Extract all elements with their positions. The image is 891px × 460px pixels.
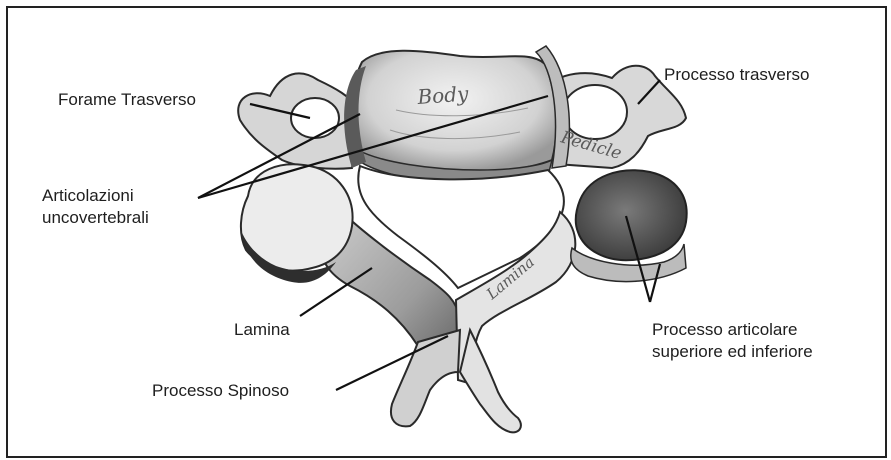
spinous-process-left [391,330,460,426]
left-transverse-foramen [291,98,339,138]
spinous-process-right [460,330,521,432]
label-processo-articolare-line1: Processo articolare [652,319,798,340]
label-articolazioni-line1: Articolazioni [42,185,134,206]
label-processo-articolare-line2: superiore ed inferiore [652,341,813,362]
right-articular-facet [576,170,687,260]
label-processo-spinoso: Processo Spinoso [152,380,289,401]
label-lamina: Lamina [234,319,290,340]
label-articolazioni-line2: uncovertebrali [42,207,149,228]
bone-label-body: Body [416,81,470,109]
label-processo-trasverso: Processo trasverso [664,64,810,85]
label-forame-trasverso: Forame Trasverso [58,89,196,110]
vertebral-body [352,51,557,172]
